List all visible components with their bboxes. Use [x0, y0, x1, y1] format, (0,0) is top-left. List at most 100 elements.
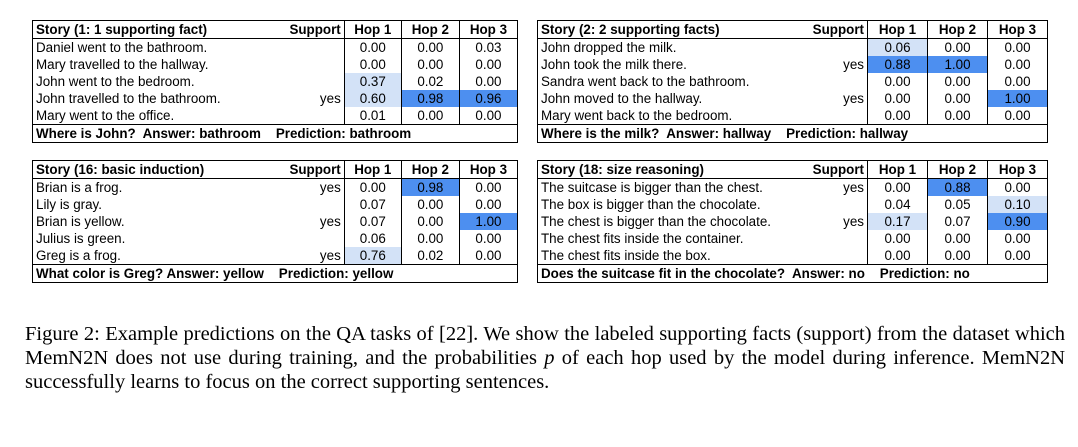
- hop-1-probability: 0.60: [343, 90, 402, 107]
- hop-2-probability: 0.00: [927, 247, 988, 265]
- hop-1-probability: 0.00: [343, 178, 402, 196]
- hop-2-probability: 0.00: [927, 90, 988, 107]
- support-flag: [273, 230, 345, 247]
- hop-3-probability: 0.00: [987, 107, 1048, 125]
- question-row: Where is John? Answer: bathroom Predicti…: [32, 124, 518, 143]
- hop-1-probability: 0.00: [343, 56, 402, 73]
- story-sentence: The chest is bigger than the chocolate.: [537, 213, 799, 230]
- hop-2-probability: 0.05: [927, 196, 988, 213]
- caption-text-part2: of each hop used by the model during inf…: [25, 347, 1066, 393]
- hop-2-probability: 0.00: [927, 38, 988, 56]
- hop-2-probability: 0.00: [400, 56, 460, 73]
- hop-3-probability: 0.00: [987, 247, 1048, 265]
- story-sentence: Mary went to the office.: [31, 107, 274, 125]
- hop-1-probability: 0.00: [867, 90, 928, 107]
- story-title: Story (1: 1 supporting fact): [31, 20, 274, 39]
- hop-1-probability: 0.06: [343, 230, 402, 247]
- hop-3-probability: 0.96: [458, 90, 519, 107]
- hop-3-probability: 0.00: [458, 196, 519, 213]
- story-sentence: Mary travelled to the hallway.: [31, 56, 274, 73]
- hop-2-header: Hop 2: [927, 160, 988, 179]
- hop-1-probability: 0.04: [867, 196, 928, 213]
- support-header: Support: [798, 160, 868, 179]
- story-sentence: The box is bigger than the chocolate.: [537, 196, 799, 213]
- story-sentence: Brian is yellow.: [31, 213, 274, 230]
- hop-2-header: Hop 2: [400, 20, 460, 39]
- hop-3-probability: 0.00: [458, 230, 519, 247]
- hop-1-probability: 0.76: [343, 247, 402, 265]
- question-answer-prediction: What color is Greg? Answer: yellow Predi…: [32, 264, 518, 283]
- story-sentence: Daniel went to the bathroom.: [31, 38, 274, 56]
- support-flag: [273, 107, 345, 125]
- hop-1-probability: 0.00: [867, 107, 928, 125]
- hop-2-probability: 0.88: [927, 178, 988, 196]
- hop-2-probability: 0.07: [927, 213, 988, 230]
- hop-3-probability: 1.00: [987, 90, 1048, 107]
- hop-3-probability: 0.00: [987, 73, 1048, 90]
- story-sentence: The suitcase is bigger than the chest.: [537, 178, 799, 196]
- story-sentence: Julius is green.: [31, 230, 274, 247]
- story-title: Story (18: size reasoning): [537, 160, 799, 179]
- hop-1-probability: 0.06: [867, 38, 928, 56]
- story-sentence: Lily is gray.: [31, 196, 274, 213]
- hop-3-header: Hop 3: [458, 160, 519, 179]
- story-sentence: John went to the bedroom.: [31, 73, 274, 90]
- hop-2-probability: 0.98: [400, 90, 460, 107]
- hop-3-header: Hop 3: [458, 20, 519, 39]
- story-sentence: The chest fits inside the box.: [537, 247, 799, 265]
- support-header: Support: [273, 20, 345, 39]
- hop-1-probability: 0.00: [867, 178, 928, 196]
- story-sentence: John travelled to the bathroom.: [31, 90, 274, 107]
- hop-1-probability: 0.00: [343, 38, 402, 56]
- hop-3-header: Hop 3: [987, 160, 1048, 179]
- story-row: The suitcase is bigger than the chest.ye…: [537, 178, 1048, 196]
- story-row: The box is bigger than the chocolate. 0.0…: [537, 196, 1048, 213]
- question-answer-prediction: Where is John? Answer: bathroom Predicti…: [32, 124, 518, 143]
- hop-1-probability: 0.37: [343, 73, 402, 90]
- support-flag: [273, 56, 345, 73]
- story-sentence: John dropped the milk.: [537, 38, 799, 56]
- support-flag: [273, 196, 345, 213]
- story-sentence: John moved to the hallway.: [537, 90, 799, 107]
- story-sentence: Brian is a frog.: [31, 178, 274, 196]
- story-sentence: John took the milk there.: [537, 56, 799, 73]
- support-flag: yes: [798, 213, 868, 230]
- hop-2-probability: 0.00: [400, 196, 460, 213]
- story-sentence: The chest fits inside the container.: [537, 230, 799, 247]
- support-flag: [273, 73, 345, 90]
- hop-1-probability: 0.00: [867, 73, 928, 90]
- hop-1-probability: 0.01: [343, 107, 402, 125]
- hop-2-probability: 0.00: [927, 230, 988, 247]
- support-flag: [798, 107, 868, 125]
- hop-3-probability: 0.90: [987, 213, 1048, 230]
- hop-1-probability: 0.88: [867, 56, 928, 73]
- support-flag: [798, 73, 868, 90]
- story-title: Story (16: basic induction): [31, 160, 274, 179]
- support-flag: yes: [798, 178, 868, 196]
- hop-2-probability: 1.00: [927, 56, 988, 73]
- hop-1-probability: 0.07: [343, 213, 402, 230]
- hop-2-probability: 0.00: [927, 107, 988, 125]
- hop-3-probability: 0.00: [458, 73, 519, 90]
- question-answer-prediction: Where is the milk? Answer: hallway Predi…: [537, 124, 1048, 143]
- hop-1-probability: 0.07: [343, 196, 402, 213]
- hop-3-probability: 0.00: [987, 230, 1048, 247]
- story-sentence: Mary went back to the bedroom.: [537, 107, 799, 125]
- support-flag: yes: [273, 247, 345, 265]
- hop-3-probability: 1.00: [458, 213, 519, 230]
- hop-2-probability: 0.00: [400, 38, 460, 56]
- figure-label: Figure 2:: [25, 323, 100, 345]
